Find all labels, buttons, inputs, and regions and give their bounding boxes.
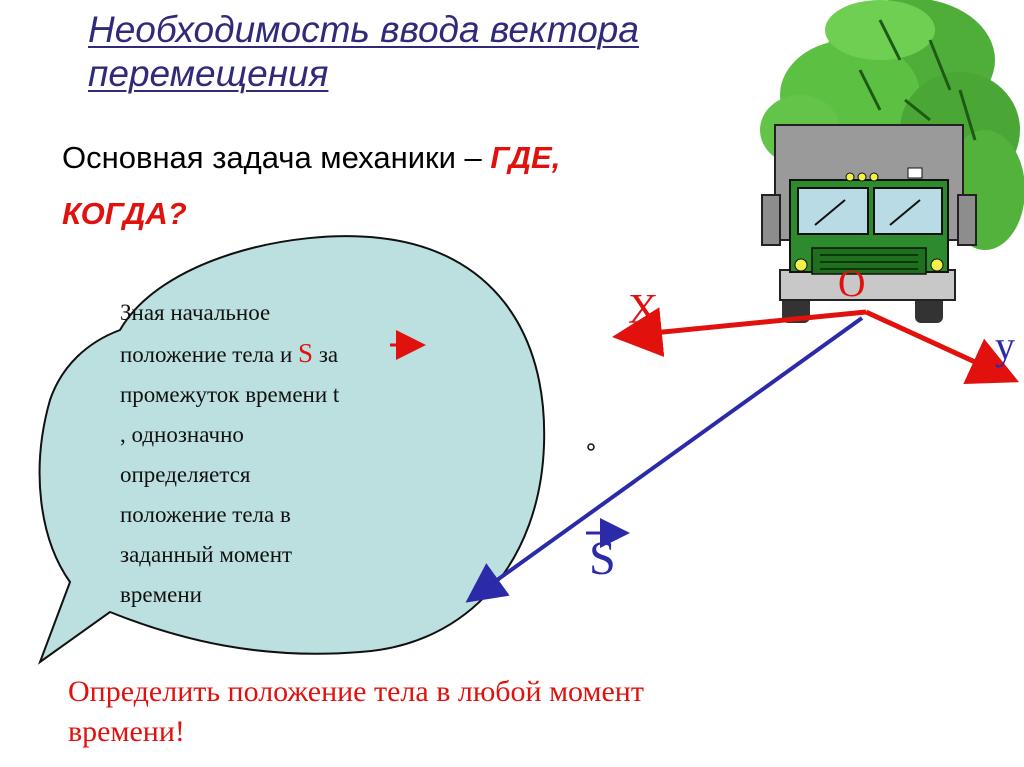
bubble-line-4: , однозначно: [120, 422, 244, 447]
x-axis-arrow: [612, 307, 867, 357]
bubble-line-2-end: за: [318, 342, 339, 367]
conclusion-line-1: Определить положение тела в любой момент: [68, 675, 644, 708]
inline-vector-s: S: [298, 338, 314, 368]
displacement-vector-arrow: [465, 316, 864, 603]
bubble-line-8: времени: [120, 582, 202, 607]
bubble-text: Зная начальное положение тела и S за про…: [120, 293, 470, 615]
bubble-line-2-start: положение тела и: [120, 342, 293, 367]
task-prefix: Основная задача механики: [62, 140, 456, 175]
bubble-line-7: заданный момент: [120, 542, 293, 567]
title-line-1: Необходимость ввода вектора: [88, 9, 639, 50]
task-when: КОГДА?: [62, 196, 187, 231]
conclusion-line-2: времени!: [68, 715, 185, 748]
truck-illustration: [761, 124, 977, 323]
y-axis-label: y: [995, 323, 1015, 368]
conclusion-text: Определить положение тела в любой момент…: [68, 672, 868, 752]
y-axis-arrow: [864, 309, 1020, 385]
slide-title: Необходимость ввода вектора перемещения: [88, 8, 778, 96]
main-task-text: Основная задача механики – ГДЕ, КОГДА?: [62, 130, 560, 242]
small-mark: [587, 443, 595, 451]
bubble-line-2: положение тела и S за: [120, 333, 470, 375]
task-dash: –: [464, 140, 482, 175]
bubble-line-1: Зная начальное: [120, 300, 271, 325]
origin-label: O: [838, 263, 866, 305]
bubble-line-5: определяется: [120, 462, 251, 487]
x-axis-label: X: [628, 287, 659, 333]
title-line-2: перемещения: [88, 53, 329, 94]
task-where: ГДЕ,: [490, 140, 561, 175]
bubble-line-3: промежуток времени t: [120, 382, 340, 407]
bubble-line-6: положение тела в: [120, 502, 291, 527]
vector-s-label: S: [589, 532, 616, 585]
